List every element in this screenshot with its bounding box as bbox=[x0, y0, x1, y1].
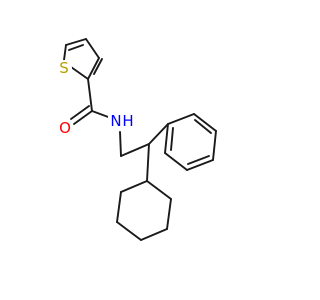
bond-s-c2 bbox=[70, 66, 89, 80]
bond-ph-4-5 bbox=[186, 159, 214, 171]
molecule-drawing: S O N H bbox=[56, 38, 217, 241]
bond-c2-c3-inner bbox=[93, 58, 103, 75]
bond-c4-c5 bbox=[65, 38, 87, 46]
bond-ph-6-1-inner bbox=[170, 127, 174, 151]
bond-carbonyl-o-second bbox=[70, 105, 90, 120]
bond-cy-2-3 bbox=[166, 198, 172, 230]
bond-ch2-ch bbox=[120, 143, 150, 157]
bond-c2-carbonyl bbox=[87, 78, 93, 112]
hydrogen-atom-label: H bbox=[122, 112, 133, 130]
bond-cy-5-6 bbox=[116, 191, 122, 223]
bond-c3-c4 bbox=[85, 38, 100, 59]
bond-cy-3-4 bbox=[140, 228, 168, 241]
atom-labels: S O N H bbox=[56, 59, 134, 137]
bond-ph-2-3-inner bbox=[194, 119, 212, 134]
phenyl-ring bbox=[164, 113, 217, 171]
bond-ph-4-5-inner bbox=[187, 155, 210, 165]
oxygen-atom-label: O bbox=[59, 119, 71, 137]
bond-carbonyl-n bbox=[91, 110, 112, 119]
bond-n-ch2 bbox=[119, 131, 122, 157]
amide-group bbox=[70, 78, 122, 157]
bond-ch-cyclohexyl bbox=[146, 143, 150, 182]
bond-cy-1-2 bbox=[146, 180, 172, 200]
molecule-canvas: S O N H bbox=[56, 38, 217, 241]
bond-c5-s bbox=[63, 44, 67, 61]
cyclohexyl-ring bbox=[116, 180, 172, 241]
ethyl-chain bbox=[120, 123, 169, 182]
bond-ph-6-1 bbox=[164, 123, 169, 154]
bond-ph-3-4 bbox=[212, 130, 217, 161]
bond-carbonyl-o bbox=[73, 110, 93, 125]
bond-ph-5-6 bbox=[164, 152, 188, 171]
bond-ph-1-2 bbox=[167, 113, 195, 125]
thiophene-ring bbox=[63, 38, 103, 80]
bond-ch-phenyl bbox=[148, 123, 169, 145]
bond-ph-2-3 bbox=[193, 113, 217, 132]
bond-c4-c5-inner bbox=[68, 44, 84, 51]
nitrogen-atom-label: N bbox=[110, 112, 121, 130]
bond-cy-6-1 bbox=[120, 180, 148, 193]
bond-cy-4-5 bbox=[116, 221, 142, 241]
sulfur-atom-label: S bbox=[59, 59, 69, 77]
bond-c2-c3 bbox=[87, 57, 100, 80]
